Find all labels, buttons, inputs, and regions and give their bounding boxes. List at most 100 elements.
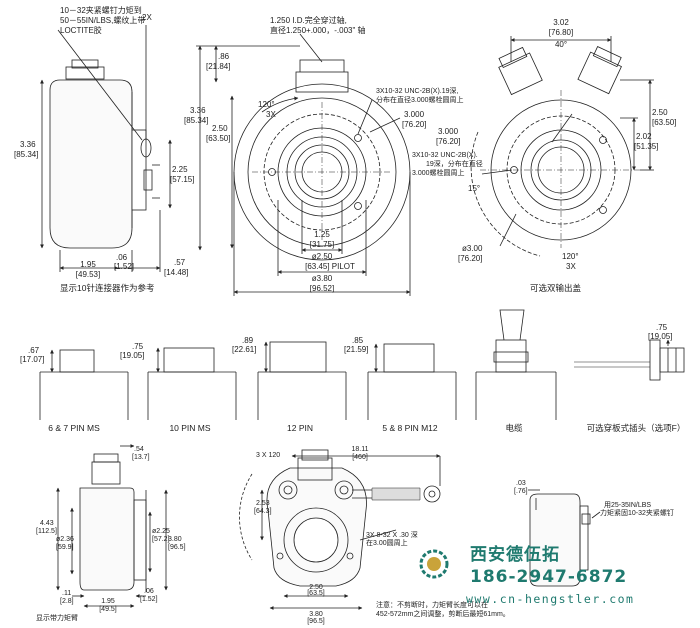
- b1-dim-4-43: 4.43: [40, 520, 54, 527]
- b1-dim-1-95-mm: [49.5]: [99, 606, 117, 613]
- thread-note: 3X10-32 UNC-2B(X).19深,: [376, 88, 459, 95]
- watermark-company: 西安德伍拓: [470, 545, 560, 565]
- dim-1-25: 1.25: [314, 230, 330, 239]
- b1-dim-1-95: 1.95: [101, 598, 115, 605]
- dim-3-02-mm: [76.80]: [548, 28, 574, 37]
- caption-dual-output: 可选双输出盖: [530, 283, 582, 293]
- conn2-label: 10 PIN MS: [169, 423, 211, 433]
- dim-3-80-mm: [96.52]: [309, 284, 335, 293]
- shaft-dia-note: 直径1.250+.000，-.003" 轴: [270, 26, 366, 35]
- dim-2-02-mm: [51.35]: [634, 142, 659, 151]
- conn2-dim-mm: [19.05]: [120, 351, 145, 360]
- conn6-label: 可选穿板式插头（选项F）: [586, 423, 686, 433]
- dim-06-mm: [1.52]: [114, 262, 135, 271]
- b3-note: 用25-35IN/LBS: [604, 502, 652, 509]
- dim-pilot-mm: [63.45] PILOT: [305, 262, 355, 271]
- dim-pilot: ø2.50: [311, 252, 333, 261]
- dim-3-000-v3-mm: [76.20]: [436, 137, 461, 146]
- conn3-label: 12 PIN: [287, 423, 313, 433]
- dim-3-36b-mm: [85.34]: [184, 116, 209, 125]
- angle-40: 40°: [554, 40, 568, 49]
- b2-dim-2-50: 2.50: [309, 584, 323, 591]
- caption-connector-ref: 显示10针连接器作为参考: [60, 283, 155, 293]
- connector-options-row: [39, 309, 685, 420]
- dim-2-25-mm: [57.15]: [170, 175, 195, 184]
- dual-output-view: [470, 36, 654, 257]
- dim-3-36: 3.36: [20, 140, 36, 149]
- b1-dim-06-mm: [1.52]: [140, 596, 158, 603]
- b1-dim-2-25-mm: [57.2]: [152, 536, 170, 543]
- b3-dim-03-mm: [.76]: [514, 488, 528, 495]
- watermark-url: www.cn-hengstler.com: [466, 592, 635, 606]
- torque-arm-side-view: [56, 444, 168, 608]
- conn5-label: 电缆: [505, 423, 523, 433]
- dim-2-50: 2.50: [212, 124, 228, 133]
- dim-57-mm: [14.48]: [164, 268, 189, 277]
- dim-3-000-v3: 3.000: [438, 127, 459, 136]
- watermark-phone: 186-2947-6872: [470, 567, 628, 587]
- b2-note-2: 452-572mm之间调整，剪断后最短61mm。: [376, 611, 510, 618]
- thread-note-2: 分布在直径3.000螺栓圆周上: [376, 97, 464, 104]
- thread-note-v3-2: 19深，分布在直径: [426, 161, 483, 168]
- conn1-label: 6 & 7 PIN MS: [48, 423, 100, 433]
- b2-dim-18-11: 18.11: [351, 446, 369, 453]
- dim-2-50-mm: [63.50]: [206, 134, 231, 143]
- b2-dim-2-53-mm: [64.3]: [254, 508, 272, 515]
- angle-120-v3: 120°: [562, 252, 579, 261]
- dim-2-50-v3: 2.50: [652, 108, 668, 117]
- dim-2-02: 2.02: [636, 132, 652, 141]
- dim-3-36-mm: [85.34]: [14, 150, 39, 159]
- dim-1-25-mm: [31.75]: [309, 240, 335, 249]
- loctite-note: LOCTITE胶: [60, 26, 102, 35]
- b1-dim-06: .06: [144, 588, 154, 595]
- b1-dim-2-36-mm: [59.9]: [56, 544, 74, 551]
- b2-thread: 3X 8-32 X .30 深: [366, 532, 418, 539]
- b2-dim-3-80-mm: [96.5]: [307, 618, 325, 625]
- b2-thread-2: 在3.00圆周上: [366, 540, 408, 547]
- dim-3-000: 3.000: [404, 110, 425, 119]
- dim-1-95: 1.95: [80, 260, 96, 269]
- b2-dim-3-80: 3.80: [309, 611, 323, 618]
- b1-dim-3-80: 3.80: [168, 536, 182, 543]
- dim-1-95-mm: [49.53]: [75, 270, 101, 279]
- dim-57: .57: [174, 258, 186, 267]
- dim-3-02: 3.02: [553, 18, 569, 27]
- b2-angle: 3 X 120: [256, 452, 281, 459]
- b1-dim-4-43-mm: [112.5]: [36, 528, 57, 535]
- dim-3-80: ø3.80: [311, 274, 333, 283]
- side-view-encoder: [40, 25, 172, 272]
- b1-dim-54-mm: [13.7]: [132, 454, 150, 461]
- torque-arm-front-view: [239, 449, 441, 610]
- conn6-dim: .75: [656, 323, 668, 332]
- b1-dim-3-80-mm: [96.5]: [168, 544, 186, 551]
- conn4-dim-mm: [21.59]: [344, 345, 369, 354]
- angle-120: 120°: [258, 100, 275, 109]
- b1-dim-2-36: ø2.36: [56, 536, 74, 543]
- b3-note-2: 力矩紧固10-32夹紧螺钉: [600, 510, 674, 517]
- dim-86: .86: [218, 52, 230, 61]
- qty-label: 2X: [142, 13, 152, 22]
- b2-dim-2-50-mm: [63.5]: [307, 590, 325, 597]
- angle-15: 15°: [468, 184, 481, 193]
- caption-torque-arm: 显示带力矩臂: [36, 615, 78, 622]
- b3-dim-03: .03: [516, 480, 526, 487]
- conn2-dim: .75: [132, 342, 144, 351]
- conn6-dim-mm: [19.05]: [648, 332, 673, 341]
- b2-note: 注意：不剪断时，力矩臂长度可以在: [376, 602, 488, 609]
- conn1-dim-mm: [17.07]: [20, 355, 45, 364]
- dim-3-36b: 3.36: [190, 106, 206, 115]
- torque-note-2: 50－55IN/LBS,螺纹上带: [60, 16, 146, 25]
- conn3-dim-mm: [22.61]: [232, 345, 257, 354]
- dim-3-00: ø3.00: [462, 244, 483, 253]
- dim-2-50-v3-mm: [63.50]: [652, 118, 677, 127]
- dim-86-mm: [21.84]: [206, 62, 231, 71]
- dim-3-000-mm: [76.20]: [402, 120, 427, 129]
- conn4-dim: .85: [352, 336, 364, 345]
- id-note: 1.250 I.D.完全穿过轴,: [270, 16, 347, 25]
- conn3-dim: .89: [242, 336, 254, 345]
- b1-dim-2-25: ø2.25: [152, 528, 170, 535]
- dim-2-25: 2.25: [172, 165, 188, 174]
- conn1-dim: .67: [28, 346, 40, 355]
- b2-dim-2-53: 2.53: [256, 500, 270, 507]
